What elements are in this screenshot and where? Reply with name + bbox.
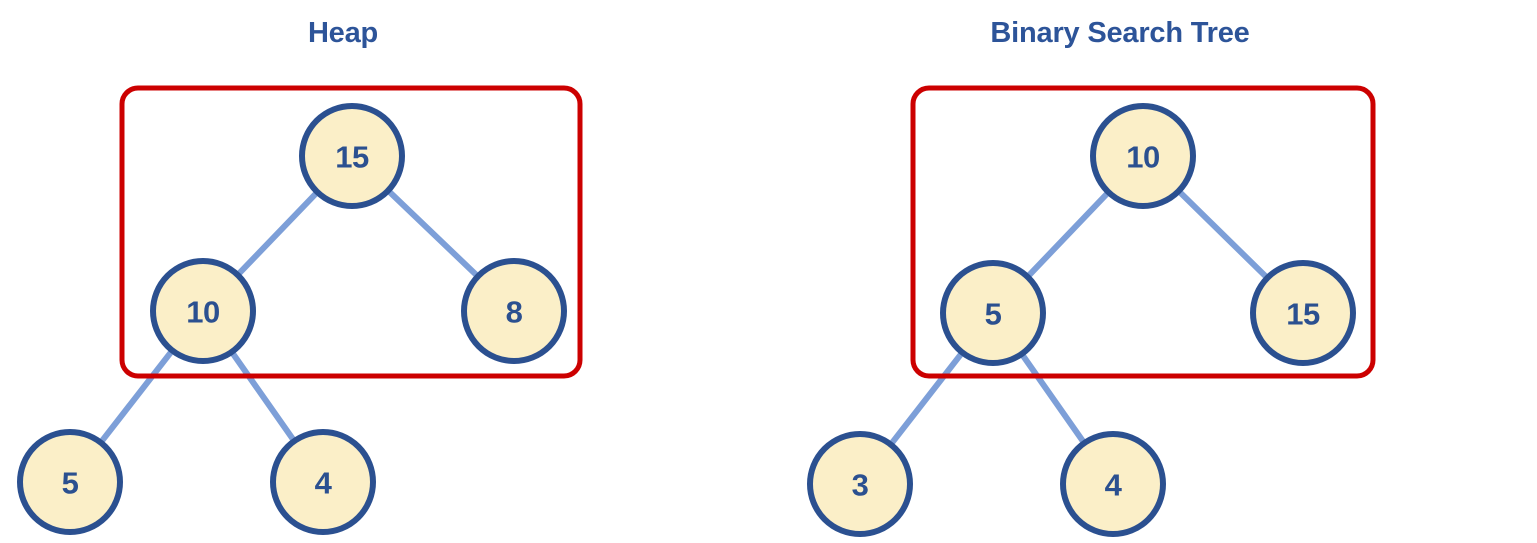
tree-node-heap-n-4[interactable]: 4 (270, 429, 376, 535)
node-label-bst-n-4: 4 (1105, 468, 1123, 503)
tree-edge-heap-root-to-heap-n-8 (382, 184, 484, 283)
node-label-heap-n-4: 4 (315, 466, 333, 501)
tree-node-bst-n-15[interactable]: 15 (1250, 260, 1356, 366)
node-circle-heap-n-8 (461, 258, 567, 364)
node-label-bst-n-15: 15 (1286, 297, 1320, 332)
node-circle-heap-root (299, 103, 405, 209)
tree-node-heap-n-8[interactable]: 8 (461, 258, 567, 364)
node-circle-bst-n-4 (1060, 431, 1166, 537)
panel-heap: 15 10 8 5 4 Heap (17, 17, 583, 535)
tree-edge-bst-root-to-bst-n-15 (1172, 185, 1274, 284)
node-circle-bst-n-15 (1250, 260, 1356, 366)
node-label-heap-n-5: 5 (62, 466, 79, 501)
tree-node-heap-n-5[interactable]: 5 (17, 429, 123, 535)
tree-edge-bst-root-to-bst-n-5 (1021, 186, 1115, 283)
node-circle-heap-n-4 (270, 429, 376, 535)
panel-title-heap: Heap (308, 17, 378, 49)
tree-node-heap-root[interactable]: 15 (299, 103, 405, 209)
tree-node-bst-root[interactable]: 10 (1090, 103, 1196, 209)
node-label-bst-root: 10 (1126, 140, 1159, 175)
node-label-heap-n-8: 8 (506, 295, 523, 330)
node-label-bst-n-5: 5 (985, 297, 1002, 332)
node-circle-heap-n-5 (17, 429, 123, 535)
node-label-heap-root: 15 (335, 140, 369, 175)
tree-edge-bst-n-5-to-bst-n-4 (1016, 347, 1090, 450)
tree-node-bst-n-3[interactable]: 3 (807, 431, 913, 537)
highlight-box-bst (910, 85, 1376, 379)
tree-edge-bst-n-5-to-bst-n-3 (885, 346, 968, 451)
edge-group-bst (885, 185, 1274, 451)
node-circle-bst-n-3 (807, 431, 913, 537)
tree-edge-heap-n-10-to-heap-n-5 (95, 344, 178, 449)
tree-node-bst-n-5[interactable]: 5 (940, 260, 1046, 366)
tree-edge-heap-root-to-heap-n-10 (231, 186, 324, 281)
tree-node-heap-n-10[interactable]: 10 (150, 258, 256, 364)
tree-edge-heap-n-10-to-heap-n-4 (226, 345, 300, 448)
panel-bst: 10 5 15 3 4 Binary Search Tree (807, 17, 1376, 537)
node-label-heap-n-10: 10 (186, 295, 219, 330)
panel-title-bst: Binary Search Tree (990, 17, 1249, 49)
highlight-box-heap (119, 85, 583, 379)
node-label-bst-n-3: 3 (852, 468, 869, 503)
node-circle-bst-root (1090, 103, 1196, 209)
node-circle-bst-n-5 (940, 260, 1046, 366)
node-circle-heap-n-10 (150, 258, 256, 364)
tree-node-bst-n-4[interactable]: 4 (1060, 431, 1166, 537)
edge-group-heap (95, 184, 484, 449)
